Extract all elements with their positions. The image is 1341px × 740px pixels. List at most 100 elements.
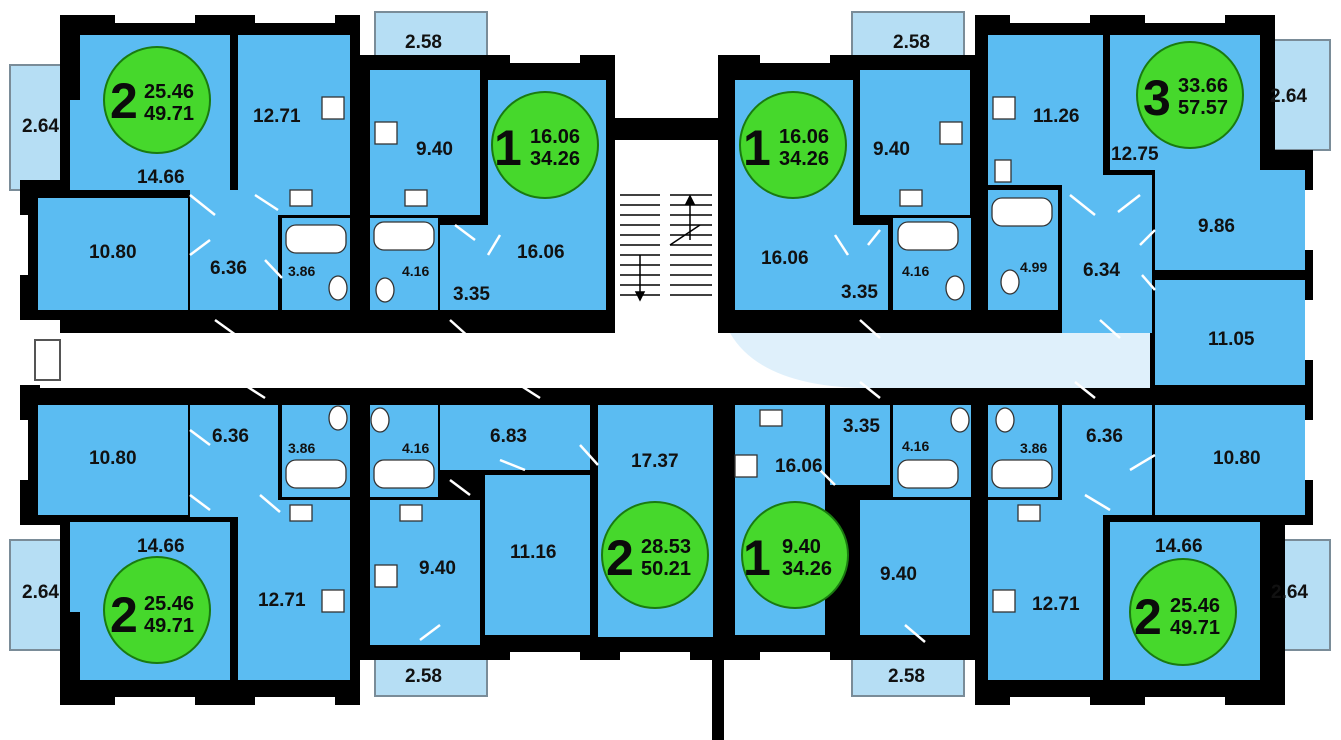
bathtub-icon — [373, 221, 435, 251]
toilet-icon — [370, 407, 390, 433]
toilet-icon — [375, 277, 395, 303]
bathtub-icon — [991, 459, 1053, 489]
sink-icon — [289, 504, 313, 522]
apartment-badges: 2 25.46 49.71 1 16.06 34.26 1 16.06 34.2… — [103, 41, 1244, 666]
room-area-label: 3.35 — [841, 282, 878, 303]
stove-icon — [734, 454, 758, 478]
room-area-label: 10.80 — [1213, 448, 1261, 469]
stove-icon — [321, 96, 345, 120]
apartment-living-area: 9.40 — [782, 536, 821, 558]
apartment-total-area: 57.57 — [1178, 97, 1228, 119]
room-area-label: 9.86 — [1198, 216, 1235, 237]
room-area-label: 11.26 — [1033, 106, 1080, 127]
sink-icon — [899, 189, 923, 207]
room-hall — [190, 190, 278, 310]
sink-icon — [994, 159, 1012, 183]
apartment-room-count: 2 — [110, 73, 138, 129]
room-hall — [833, 225, 888, 310]
room-bedroom-2 — [1155, 170, 1305, 270]
room-area-label: 9.40 — [416, 139, 453, 160]
room-area-label: 9.40 — [880, 564, 917, 585]
toilet-icon — [950, 407, 970, 433]
room-area-label: 2.58 — [888, 666, 925, 687]
room-area-label: 16.06 — [761, 248, 809, 269]
apartment-room-count: 2 — [110, 587, 138, 643]
apartment-badge: 1 16.06 34.26 — [491, 91, 599, 199]
stove-icon — [992, 589, 1016, 613]
apartment-badge: 2 28.53 50.21 — [601, 501, 709, 609]
room-area-label: 3.86 — [288, 263, 315, 279]
room-area-label: 10.80 — [89, 448, 137, 469]
room-area-label: 3.86 — [288, 440, 315, 456]
apartment-living-area: 25.46 — [144, 81, 194, 103]
room-area-label: 11.16 — [510, 542, 557, 563]
corridor-end-window — [34, 339, 61, 381]
room-living — [1155, 280, 1305, 385]
room-area-label: 4.16 — [402, 440, 429, 456]
room-area-label: 11.05 — [1208, 329, 1255, 350]
room-area-label: 16.06 — [517, 242, 565, 263]
room-area-label: 16.06 — [775, 456, 823, 477]
toilet-icon — [328, 405, 348, 431]
stove-icon — [321, 589, 345, 613]
room-kitchen — [860, 500, 970, 635]
room-area-label: 4.16 — [902, 438, 929, 454]
sink-icon — [289, 189, 313, 207]
room-area-label: 6.36 — [210, 258, 247, 279]
room-area-label: 2.58 — [893, 32, 930, 53]
stove-icon — [374, 564, 398, 588]
room-area-label: 6.83 — [490, 426, 527, 447]
room-area-label: 14.66 — [1155, 536, 1203, 557]
room-living — [38, 198, 188, 310]
staircase-icon — [620, 194, 712, 302]
room-living — [1155, 405, 1305, 515]
apartment-badge: 1 16.06 34.26 — [739, 91, 847, 199]
apartment-total-area: 49.71 — [1170, 617, 1220, 639]
apartment-living-area: 28.53 — [641, 536, 691, 558]
apartment-room-count: 1 — [743, 120, 771, 176]
room-area-label: 6.34 — [1083, 260, 1120, 281]
toilet-icon — [995, 407, 1015, 433]
apartment-total-area: 34.26 — [779, 148, 829, 170]
room-area-label: 6.36 — [1086, 426, 1123, 447]
apartment-total-area: 49.71 — [144, 615, 194, 637]
room-area-label: 2.64 — [1270, 86, 1307, 107]
sink-icon — [404, 189, 428, 207]
balcony-top-right — [1271, 39, 1331, 151]
room-bedroom — [485, 475, 590, 635]
sink-icon — [759, 409, 783, 427]
room-living — [38, 405, 188, 515]
room-area-label: 4.99 — [1020, 259, 1047, 275]
apartment-living-area: 25.46 — [144, 593, 194, 615]
bathtub-icon — [285, 224, 347, 254]
room-area-label: 2.64 — [22, 116, 59, 137]
bathtub-icon — [897, 221, 959, 251]
doors — [189, 193, 1156, 643]
fixtures — [285, 96, 1053, 613]
bathtub-icon — [285, 459, 347, 489]
room-area-label: 2.64 — [22, 582, 59, 603]
apartment-badge: 1 9.40 34.26 — [741, 501, 849, 609]
room-area-label: 3.35 — [843, 416, 880, 437]
apartment-total-area: 34.26 — [782, 558, 832, 580]
apartment-badge: 2 25.46 49.71 — [103, 556, 211, 664]
room-area-label: 14.66 — [137, 167, 185, 188]
room-area-label: 3.35 — [453, 284, 490, 305]
room-area-label: 9.40 — [873, 139, 910, 160]
room-area-label: 14.66 — [137, 536, 185, 557]
room-area-label: 4.16 — [902, 263, 929, 279]
room-area-label: 3.86 — [1020, 440, 1047, 456]
apartment-total-area: 34.26 — [530, 148, 580, 170]
apartment-room-count: 1 — [743, 530, 771, 586]
sink-icon — [399, 504, 423, 522]
stove-icon — [992, 96, 1016, 120]
apartment-room-count: 3 — [1143, 70, 1171, 126]
room-hall — [440, 405, 590, 470]
room-hall — [440, 225, 490, 310]
windows — [20, 15, 1313, 705]
apartment-living-area: 16.06 — [530, 126, 580, 148]
apartment-total-area: 50.21 — [641, 558, 691, 580]
room-area-label: 2.58 — [405, 32, 442, 53]
room-area-label: 4.16 — [402, 263, 429, 279]
room-area-label: 2.64 — [1271, 582, 1308, 603]
